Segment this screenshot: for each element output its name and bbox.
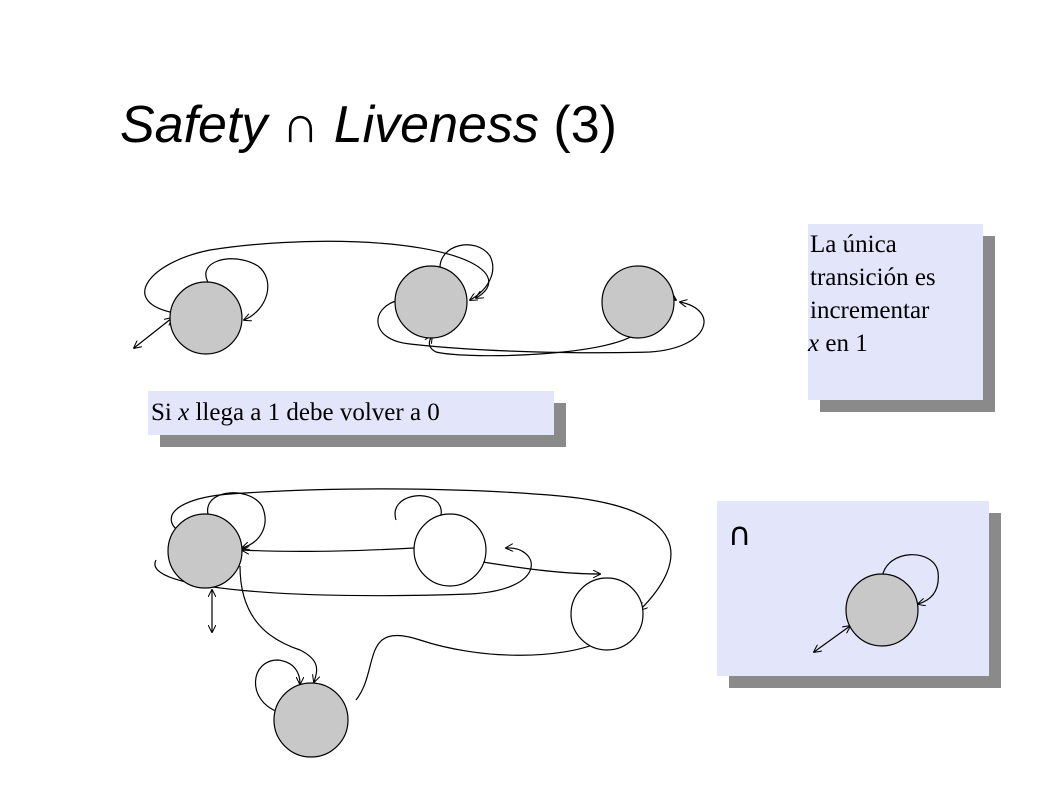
note-right-line-1: La única — [810, 231, 897, 258]
page-title: Safety ∩ Liveness (3) — [120, 95, 617, 155]
title-liveness: Liveness — [333, 96, 539, 154]
note-right-line-4-rest: en 1 — [819, 330, 868, 357]
top-state-1 — [394, 265, 468, 339]
bottom-centertop-to-right — [469, 559, 600, 574]
top-automaton — [134, 240, 705, 357]
top-middle-bottom-loop — [377, 300, 705, 354]
note-right-line-2: transición es — [810, 264, 936, 291]
bottom-state-topleft — [167, 513, 243, 589]
intersection-automaton — [814, 554, 939, 652]
intersection-self-loop — [881, 554, 939, 604]
bottom-outer-loop — [170, 488, 672, 610]
title-intersection-symbol: ∩ — [281, 96, 320, 154]
note-right-var: x — [808, 330, 820, 357]
note-left-box — [148, 391, 554, 435]
top-left-self-loop — [205, 258, 269, 320]
note-left-text: Si x llega a 1 debe volver a 0 — [151, 396, 440, 429]
bottom-state-centertop — [413, 513, 487, 587]
bottom-topleft-self-loop — [207, 492, 266, 548]
bottom-lower-curve — [355, 634, 600, 701]
intersection-initial-arrow — [814, 626, 850, 652]
bottom-state-right — [570, 577, 644, 651]
note-left-pre: Si — [151, 399, 179, 426]
bottom-topleft-to-centertop — [154, 548, 532, 597]
top-state-2 — [601, 265, 675, 339]
intersection-state — [845, 573, 919, 647]
bottom-bottom-self-loop — [254, 659, 300, 713]
intersection-box-symbol: ∩ — [728, 515, 752, 553]
top-left-initial-arrow — [134, 318, 172, 348]
note-left-var: x — [178, 399, 190, 426]
note-right-line-3: incrementar — [810, 297, 930, 324]
top-state-0 — [169, 281, 243, 355]
top-edge-long-arc — [144, 240, 490, 313]
bottom-topleft-to-bottom — [239, 565, 317, 682]
top-middle-self-loop — [439, 244, 494, 300]
note-left-post: llega a 1 debe volver a 0 — [189, 399, 440, 426]
bottom-centertop-to-topleft — [242, 548, 415, 551]
note-right-text: La única transición es incrementar x en … — [808, 228, 936, 360]
note-right-box — [808, 224, 983, 400]
title-suffix: (3) — [553, 96, 617, 154]
top-right-to-middle — [429, 329, 641, 357]
bottom-automaton — [154, 488, 672, 758]
note-right-line-4: x en 1 — [808, 327, 936, 360]
bottom-state-bottom — [273, 682, 349, 758]
title-safety: Safety — [120, 96, 268, 154]
